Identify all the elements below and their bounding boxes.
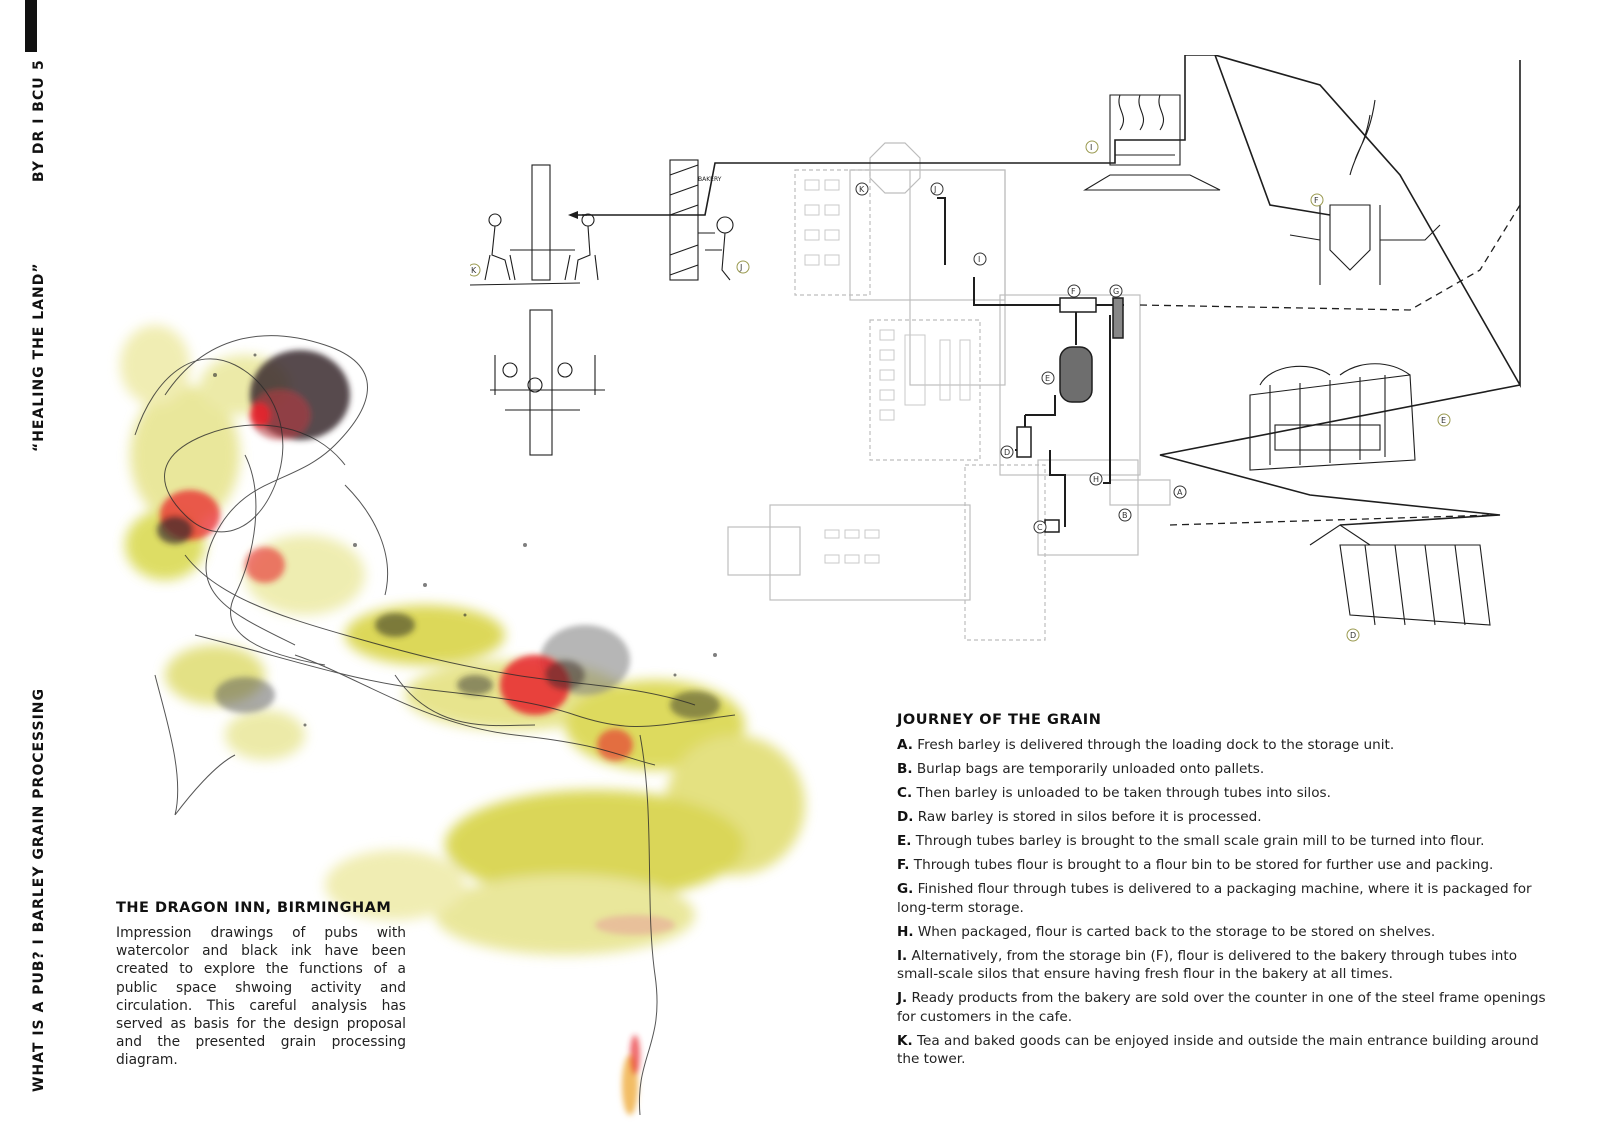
bakery-annotation: BAKERY [698,176,722,183]
process-markers: A B C D E F G H I J K I F E D J K [470,140,1451,642]
sketch-marker-j: J [736,260,750,274]
marker-h: H [1089,472,1103,486]
svg-text:K: K [471,266,477,275]
marker-b: B [1118,508,1132,522]
ink-dots [213,353,717,727]
sketch-plan-view [490,309,605,456]
floor-plan-furniture [804,179,971,564]
marker-e: E [1041,371,1055,385]
watercolor-impression-drawing [120,325,805,1116]
journey-step-f: F. Through tubes flour is brought to a f… [897,857,1494,873]
journey-step-c: C. Then barley is unloaded to be taken t… [897,785,1331,801]
marker-g: G [1109,284,1123,298]
marker-j: J [930,182,944,196]
sketch-counter-j [669,159,734,281]
journey-step-i: I. Alternatively, from the storage bin (… [897,947,1518,983]
marker-c: C [1033,520,1047,534]
svg-text:F: F [1071,287,1076,296]
dragon-inn-caption: THE DRAGON INN, BIRMINGHAM Impression dr… [116,900,406,1070]
journey-steps: A. Fresh barley is delivered through the… [897,736,1562,1069]
svg-text:E: E [1045,374,1050,383]
sketch-marker-i: I [1085,140,1099,154]
journey-step-d: D. Raw barley is stored in silos before … [897,809,1262,825]
author-credit: BY DR I BCU [31,76,47,182]
section-title: WHAT IS A PUB? I BARLEY GRAIN PROCESSING [31,687,47,1092]
sidebar-accent-bar [25,0,37,52]
sketch-seating-k [470,164,599,286]
marker-d: D [1000,445,1014,459]
svg-text:A: A [1177,488,1183,497]
sketch-flour-bin-f [1289,99,1441,285]
marker-f: F [1067,284,1081,298]
dragon-inn-title: THE DRAGON INN, BIRMINGHAM [116,900,392,916]
mill-equipment [1016,297,1124,533]
svg-text:G: G [1113,287,1119,296]
grain-processing-diagram: A B C D E F G H I J K I F E D J K BAKERY [470,55,1521,642]
marker-k: K [855,182,869,196]
svg-text:F: F [1314,196,1319,205]
svg-text:C: C [1037,523,1043,532]
marker-i: I [973,252,987,266]
journey-step-h: H. When packaged, flour is carted back t… [897,923,1436,940]
svg-text:I: I [978,255,980,264]
journey-title: JOURNEY OF THE GRAIN [897,712,1102,728]
page-number: 5 [31,59,47,70]
sketch-marker-k: K [470,263,481,277]
dashed-links [1139,204,1521,526]
dragon-inn-description: Impression drawings of pubs with waterco… [116,925,406,1069]
sketch-bakery-silos-i [1083,94,1221,191]
sketch-silos-d [1309,524,1491,626]
marker-a: A [1173,485,1187,499]
svg-text:J: J [739,263,742,272]
svg-text:B: B [1122,511,1128,520]
journey-of-grain: JOURNEY OF THE GRAIN A. Fresh barley is … [897,712,1562,1074]
svg-text:D: D [1004,448,1010,457]
svg-text:E: E [1441,416,1446,425]
sketch-marker-f: F [1310,193,1324,207]
sketch-marker-e: E [1437,413,1451,427]
journey-step-b: B. Burlap bags are temporarily unloaded … [897,761,1265,777]
svg-text:K: K [859,185,865,194]
journey-step-k: K. Tea and baked goods can be enjoyed in… [897,1032,1539,1068]
journey-step-e: E. Through tubes barley is brought to th… [897,833,1485,849]
svg-text:J: J [933,185,936,194]
journey-step-g: G. Finished flour through tubes is deliv… [897,881,1532,916]
sketch-grain-mill-e [1249,363,1416,471]
svg-text:H: H [1093,475,1099,484]
floor-plan [727,142,1171,641]
ink-linework [134,335,736,1116]
watercolor-accents [157,350,720,1115]
project-title: “HEALING THE LAND” [31,262,47,452]
svg-text:D: D [1350,631,1356,640]
journey-step-a: A. Fresh barley is delivered through the… [897,737,1395,753]
journey-step-j: J. Ready products from the bakery are so… [897,990,1546,1025]
svg-text:I: I [1090,143,1092,152]
sketch-marker-d: D [1346,628,1360,642]
